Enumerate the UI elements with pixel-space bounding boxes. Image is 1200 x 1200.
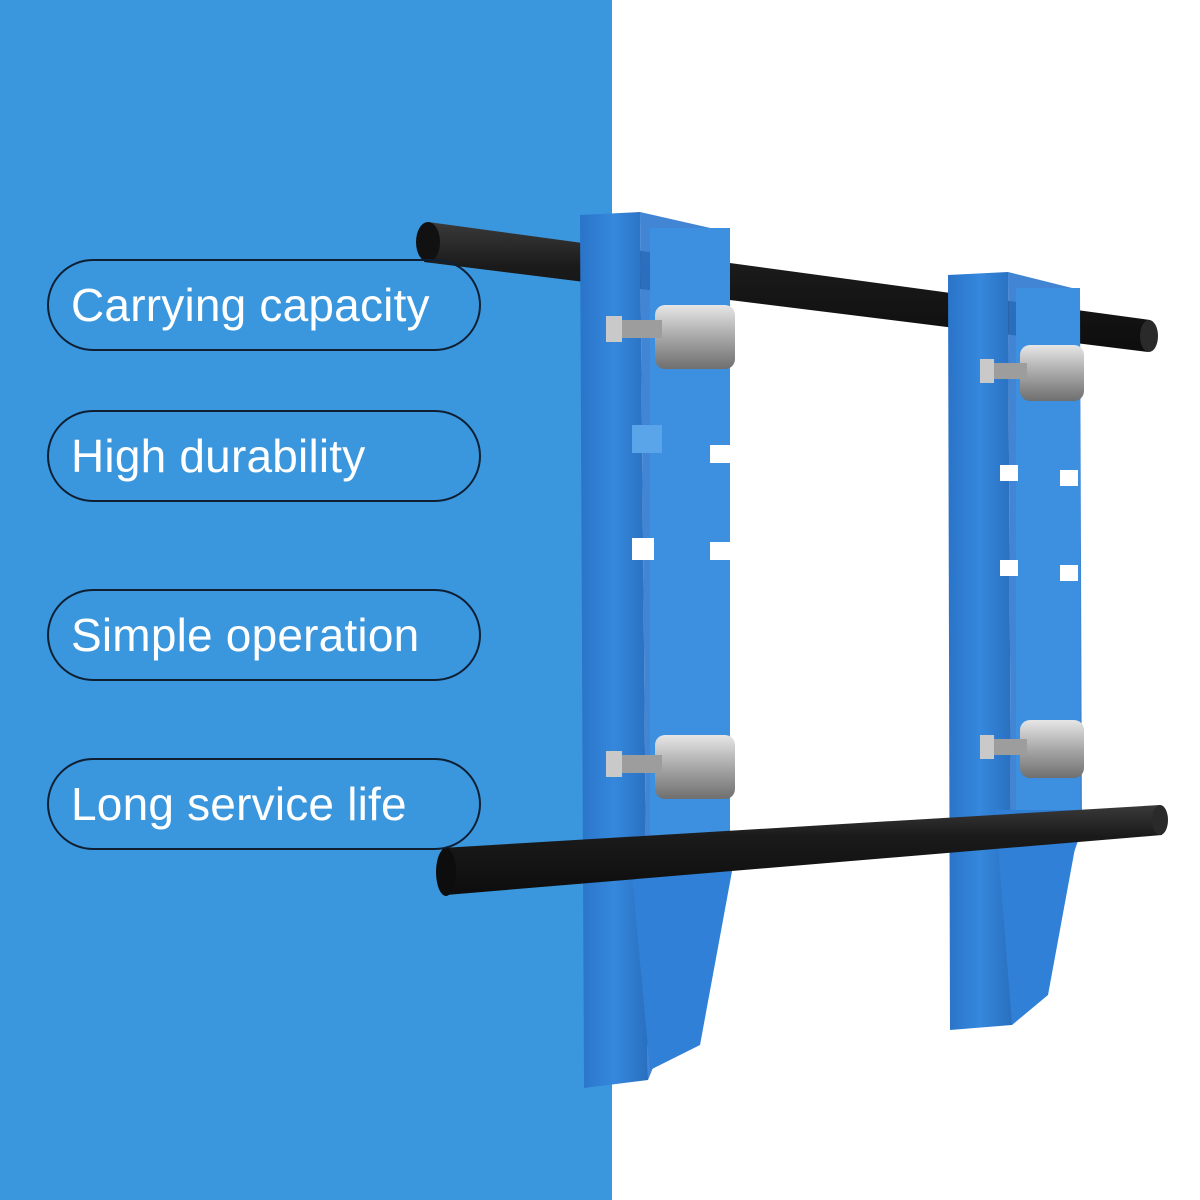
feature-pill-long-service-life: Long service life — [47, 758, 481, 850]
bottom-steel-bar — [436, 805, 1168, 896]
roller-bottom-right — [980, 720, 1084, 778]
feature-label: High durability — [71, 430, 366, 482]
roller-top-left — [606, 305, 735, 369]
roller-top-right — [980, 345, 1084, 401]
feature-pill-carrying-capacity: Carrying capacity — [47, 259, 481, 351]
roller-bottom-left — [606, 735, 735, 799]
feature-label: Long service life — [71, 778, 407, 830]
feature-label: Simple operation — [71, 609, 420, 661]
feature-label: Carrying capacity — [71, 279, 430, 331]
feature-pill-simple-operation: Simple operation — [47, 589, 481, 681]
feature-pill-high-durability: High durability — [47, 410, 481, 502]
blue-background-panel — [0, 0, 612, 1200]
